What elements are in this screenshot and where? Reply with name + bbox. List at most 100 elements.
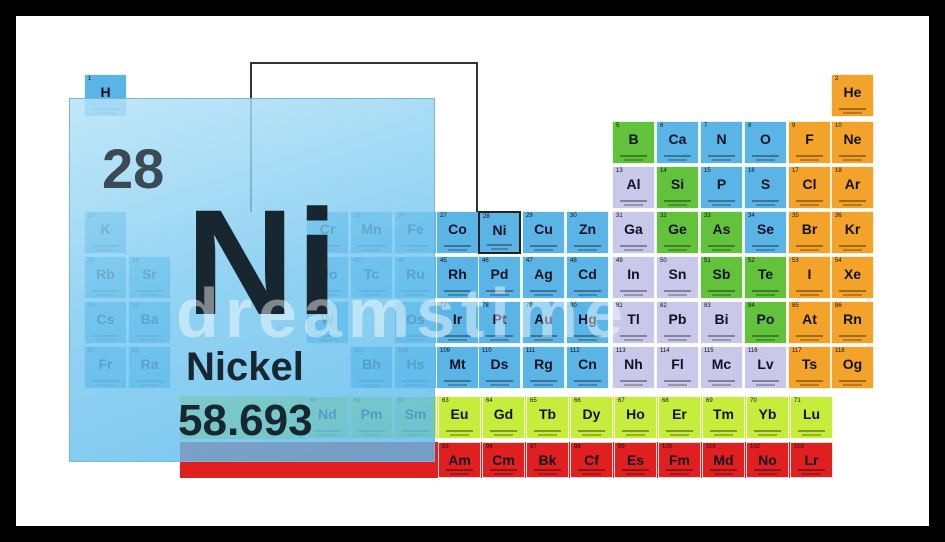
cell-name-line <box>754 469 781 471</box>
watermark: dreamstime <box>176 274 629 352</box>
cell-number: 68 <box>662 398 669 404</box>
cell-number: 46 <box>482 258 489 264</box>
cell-name-line <box>708 155 735 157</box>
cell-number: 101 <box>706 444 717 450</box>
cell-name-line <box>708 335 735 337</box>
cell-mass-line <box>756 159 775 161</box>
cell-name-line <box>574 380 601 382</box>
cell-name-line <box>620 290 647 292</box>
cell-mass-line <box>534 384 553 386</box>
cell-name-line <box>752 335 779 337</box>
cell-number: 79 <box>526 303 533 309</box>
cell-number: 30 <box>570 213 577 219</box>
cell-symbol: No <box>758 452 777 468</box>
cell-symbol: Rn <box>843 311 862 327</box>
cell-mass-line <box>712 249 731 251</box>
cell-mass-line <box>624 249 643 251</box>
cell-number: 48 <box>570 258 577 264</box>
cell-number: 27 <box>440 213 447 219</box>
cell-name-line <box>530 380 557 382</box>
cell-symbol: Fl <box>671 356 684 372</box>
cell-symbol: Xe <box>843 266 862 282</box>
cell-number: 7 <box>704 123 708 129</box>
cell-mass-line <box>843 204 862 206</box>
cell-mass-line <box>578 249 597 251</box>
cell-number: 52 <box>748 258 755 264</box>
cell-symbol: Ho <box>626 406 645 422</box>
cell-mass-line <box>670 473 689 475</box>
cell-symbol: Ir <box>452 311 463 327</box>
cell-name-line <box>444 245 471 247</box>
cell-number: 71 <box>794 398 801 404</box>
cell-name-line <box>664 335 691 337</box>
cell-number: 112 <box>570 348 580 354</box>
cell-name-line <box>622 430 649 432</box>
cell-number: 35 <box>792 213 799 219</box>
cell-mass-line <box>450 434 469 436</box>
cell-mass-line <box>448 294 467 296</box>
cell-number: 67 <box>618 398 625 404</box>
cell-symbol: P <box>716 176 727 192</box>
cell-name-line <box>620 335 647 337</box>
cell-name-line <box>487 244 512 246</box>
cell-mass-line <box>624 384 643 386</box>
cell-name-line <box>752 245 779 247</box>
cell-symbol: Au <box>534 311 553 327</box>
cell-symbol: I <box>807 266 812 282</box>
cell-symbol: O <box>760 131 771 147</box>
cell-mass-line <box>534 294 553 296</box>
cell-number: 66 <box>574 398 581 404</box>
cell-symbol: Eu <box>450 406 469 422</box>
cell-number: 116 <box>748 348 758 354</box>
cell-name-line <box>530 335 557 337</box>
cell-name-line <box>752 200 779 202</box>
cell-symbol: B <box>628 131 639 147</box>
cell-name-line <box>710 430 737 432</box>
cell-mass-line <box>802 473 821 475</box>
cell-symbol: H <box>100 84 111 100</box>
cell-number: 82 <box>660 303 667 309</box>
cell-symbol: Cu <box>534 221 553 237</box>
cell-mass-line <box>802 434 821 436</box>
cell-name-line <box>752 155 779 157</box>
cell-mass-line <box>490 339 509 341</box>
cell-number: 47 <box>526 258 533 264</box>
cell-name-line <box>574 245 601 247</box>
cell-name-line <box>574 290 601 292</box>
cell-number: 97 <box>530 444 537 450</box>
cell-name-line <box>490 469 517 471</box>
cell-name-line <box>664 290 691 292</box>
card-highlight <box>70 99 434 461</box>
cell-mass-line <box>582 434 601 436</box>
cell-mass-line <box>578 384 597 386</box>
cell-symbol: Hg <box>578 311 597 327</box>
cell-name-line <box>798 469 825 471</box>
cell-mass-line <box>626 473 645 475</box>
cell-name-line <box>620 245 647 247</box>
cell-mass-line <box>624 294 643 296</box>
cell-number: 9 <box>792 123 796 129</box>
cell-number: 29 <box>526 213 533 219</box>
